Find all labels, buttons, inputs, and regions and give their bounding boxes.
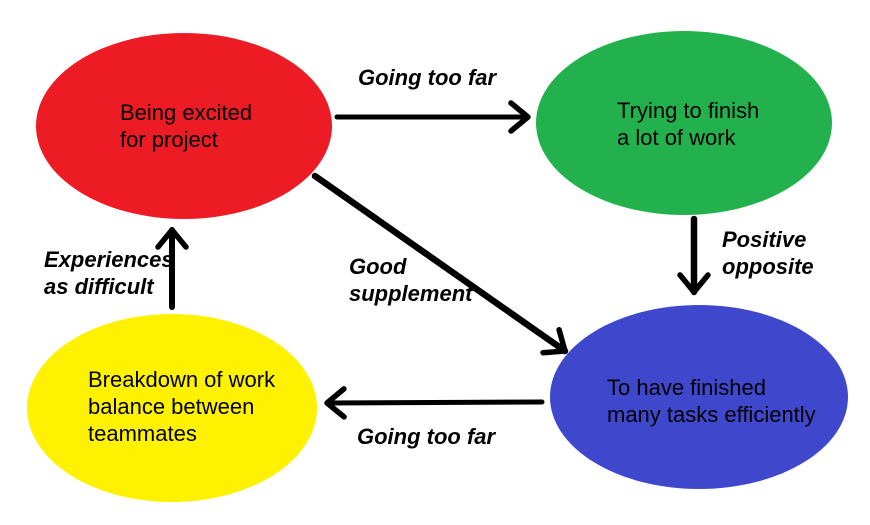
node-label-line: Trying to finish <box>617 98 760 123</box>
node-label-line: Being excited <box>120 100 253 125</box>
edge-label-line: opposite <box>722 254 814 279</box>
node-label-line: balance between <box>88 394 255 419</box>
edge-label-line: Experiences <box>44 247 174 272</box>
node-label-line: for project <box>120 127 218 152</box>
node-label-line: To have finished <box>607 375 766 400</box>
node-label-finished-tasks: To have finished many tasks efficiently <box>607 374 816 428</box>
edge-label-line: Good <box>349 254 407 279</box>
node-label-finish-work: Trying to finish a lot of work <box>617 97 759 151</box>
node-ellipse-breakdown <box>27 314 317 502</box>
edge-label-positive-opposite: Positive opposite <box>722 226 814 280</box>
edge-arrow-excited-to-finished-tasks <box>311 172 569 356</box>
edge-label-good-supplement: Good supplement <box>349 253 472 307</box>
node-ellipse-finish-work <box>536 31 832 215</box>
edge-label-line: Going too far <box>358 65 497 90</box>
node-label-line: many tasks efficiently <box>607 402 816 427</box>
edge-label-line: Going too far <box>357 424 496 449</box>
node-ellipse-excited <box>36 33 332 219</box>
edge-arrow-finished-tasks-to-breakdown <box>324 386 545 420</box>
edge-label-going-too-far-bottom: Going too far <box>357 423 495 450</box>
edge-label-experiences-as-difficult: Experiences as difficult <box>44 246 174 300</box>
node-label-breakdown: Breakdown of work balance between teamma… <box>88 366 275 447</box>
edge-label-line: as difficult <box>44 274 154 299</box>
node-label-line: a lot of work <box>617 125 736 150</box>
node-label-line: Breakdown of work <box>88 367 276 392</box>
edge-label-line: Positive <box>722 227 807 252</box>
node-label-line: teammates <box>88 421 197 446</box>
node-ellipse-finished-tasks <box>550 305 848 489</box>
edge-label-going-too-far-top: Going too far <box>358 64 496 91</box>
node-label-excited: Being excited for project <box>120 99 252 153</box>
edge-label-line: supplement <box>349 281 473 306</box>
